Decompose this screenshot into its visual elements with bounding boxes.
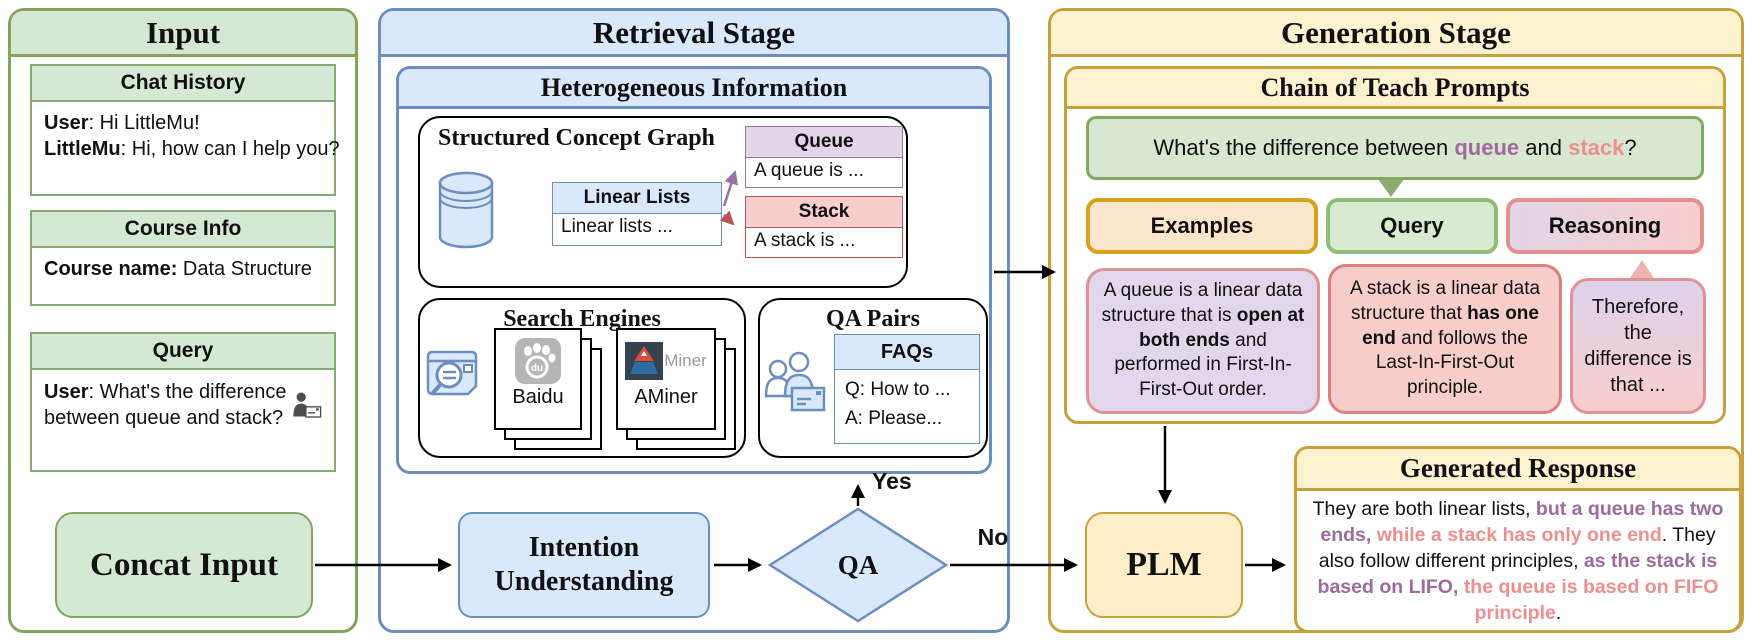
concept-graph-title: Structured Concept Graph xyxy=(438,125,715,151)
queue-header: Queue xyxy=(746,127,902,158)
faqs-card: FAQs Q: How to ...A: Please... xyxy=(834,334,980,444)
course-info-title: Course Info xyxy=(32,212,334,248)
generated-response-box: Generated Response They are both linear … xyxy=(1294,446,1742,633)
database-icon xyxy=(438,171,494,249)
reasoning-callout-triangle xyxy=(1630,260,1654,278)
generation-panel-title: Generation Stage xyxy=(1051,11,1741,57)
faqs-body: Q: How to ...A: Please... xyxy=(845,379,951,429)
concat-input-node: Concat Input xyxy=(55,512,313,618)
linear-lists-body: Linear lists ... xyxy=(561,216,673,237)
search-engines-title: Search Engines xyxy=(503,306,661,332)
aminer-label: AMiner xyxy=(634,386,698,408)
heterogeneous-info-title: Heterogeneous Information xyxy=(399,69,989,109)
faqs-header: FAQs xyxy=(835,335,979,370)
qa-pairs-title: QA Pairs xyxy=(826,306,920,332)
examples-label-box: Examples xyxy=(1086,198,1318,254)
web-search-icon xyxy=(426,350,478,396)
reasoning-prompt-box: Therefore, the difference is that ... xyxy=(1570,278,1706,414)
stack-prompt-box: A stack is a linear data structure that … xyxy=(1328,264,1562,414)
plm-node: PLM xyxy=(1085,512,1243,618)
course-info-body: Course name: Data Structure xyxy=(44,258,312,280)
baidu-card: du Baidu xyxy=(494,328,582,430)
query-title: Query xyxy=(32,334,334,370)
reasoning-label-box: Reasoning xyxy=(1506,198,1704,254)
generated-response-body: They are both linear lists, but a queue … xyxy=(1312,498,1724,624)
queue-prompt-box: A queue is a linear data structure that … xyxy=(1086,268,1320,414)
queue-node: Queue A queue is ... xyxy=(745,126,903,188)
linear-lists-node: Linear Lists Linear lists ... xyxy=(552,182,722,246)
chain-of-teach-title: Chain of Teach Prompts xyxy=(1067,69,1723,109)
retrieval-panel-title: Retrieval Stage xyxy=(381,11,1007,57)
question-callout-triangle xyxy=(1378,179,1404,197)
yes-label: Yes xyxy=(872,468,912,494)
stack-body: A stack is ... xyxy=(754,230,856,251)
aminer-logo: Miner xyxy=(618,342,714,380)
baidu-label: Baidu xyxy=(512,386,564,408)
qa-decision-label: QA xyxy=(837,549,879,580)
input-panel-title: Input xyxy=(11,11,355,57)
people-icon xyxy=(764,351,826,412)
person-mail-icon xyxy=(293,392,322,418)
no-label: No xyxy=(977,524,1009,550)
generated-response-title: Generated Response xyxy=(1297,449,1739,491)
chat-history-title: Chat History xyxy=(32,66,334,102)
svg-text:du: du xyxy=(531,363,543,374)
linear-lists-header: Linear Lists xyxy=(553,183,721,214)
aminer-card: Miner AMiner xyxy=(616,328,716,430)
intention-understanding-node: Intention Understanding xyxy=(458,512,710,618)
question-box: What's the difference between queue and … xyxy=(1086,116,1704,180)
stack-header: Stack xyxy=(746,197,902,228)
queue-body: A queue is ... xyxy=(754,160,864,181)
chat-history-body: User: Hi LittleMu!LittleMu: Hi, how can … xyxy=(44,112,340,161)
stack-node: Stack A stack is ... xyxy=(745,196,903,258)
course-info-card: Course Info Course name: Data Structure xyxy=(30,210,336,306)
query-label-box: Query xyxy=(1326,198,1498,254)
chat-history-card: Chat History User: Hi LittleMu!LittleMu:… xyxy=(30,64,340,196)
baidu-paw-logo: du xyxy=(515,338,561,384)
